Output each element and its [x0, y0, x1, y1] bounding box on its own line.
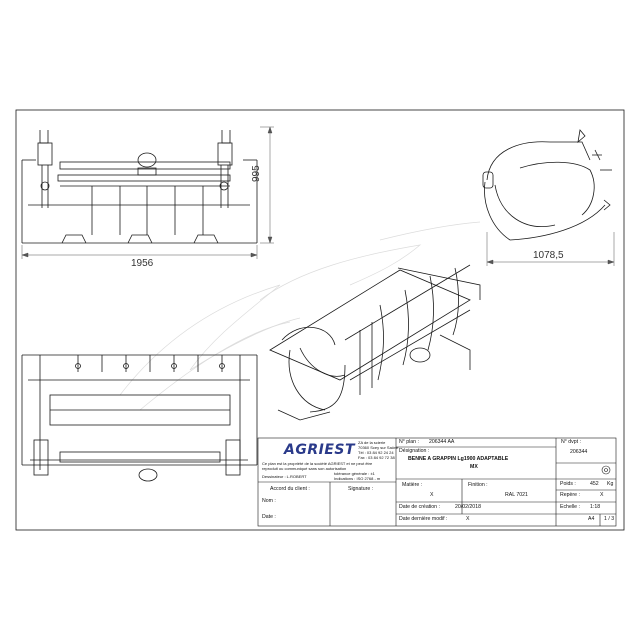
- address-line-3: Tél : 03 84 92 24 24: [358, 450, 394, 455]
- article-number-label: N° dvpt :: [561, 439, 581, 445]
- format-value: A4: [588, 516, 595, 522]
- weight-value: 452: [590, 481, 599, 487]
- watermark-logo: [119, 221, 481, 411]
- designation-line-1: BENNE A GRAPPIN Lg1900 ADAPTABLE: [408, 456, 509, 462]
- front-view: [21, 130, 258, 244]
- weight-unit: Kg: [607, 481, 614, 487]
- title-block: [257, 437, 617, 527]
- signature-label: Signature :: [348, 486, 374, 492]
- sheet-border: [15, 109, 625, 531]
- front-height-dimension: [260, 126, 274, 244]
- front-width-value: 1956: [131, 258, 154, 269]
- address-line-2: 70360 Scey sur Saône: [358, 445, 399, 450]
- front-width-dimension: [21, 245, 258, 259]
- address-line-1: ZA de la scierie: [358, 440, 386, 445]
- plan-number-value: 206344 AA: [429, 439, 455, 445]
- address-line-4: Fax : 03 84 92 72 38: [358, 455, 395, 460]
- article-number-value: 206344: [570, 449, 588, 455]
- finish-label: Finition :: [468, 482, 488, 488]
- material-value: X: [430, 492, 434, 498]
- copyright-line-2: reproduit ou communiqué sans son autoris…: [262, 466, 347, 471]
- name-label: Nom :: [262, 498, 276, 504]
- designer-label: Dessinateur : L.ROBERT: [262, 474, 307, 479]
- side-depth-value: 1078,5: [533, 250, 564, 261]
- designation-label: Désignation :: [399, 448, 430, 454]
- copyright-line-1: Ce plan est la propriété de la société A…: [262, 461, 373, 466]
- tolerance-line-2: Indications : ISO 2768 - m: [334, 476, 381, 481]
- weight-label: Poids :: [560, 481, 576, 487]
- last-modified-label: Date dernière modif :: [399, 516, 448, 522]
- tolerance-line-1: tolérance générale : ±1: [334, 471, 375, 476]
- creation-date-value: 20/02/2018: [455, 504, 481, 510]
- material-label: Matière :: [402, 482, 423, 488]
- mark-label: Repère :: [560, 492, 580, 498]
- side-view: [482, 129, 612, 241]
- finish-value: RAL 7021: [505, 492, 528, 498]
- bottom-view: [21, 354, 258, 482]
- mark-value: X: [600, 492, 604, 498]
- front-height-value: 995: [251, 165, 262, 182]
- scale-label: Echelle :: [560, 504, 580, 510]
- creation-date-label: Date de création :: [399, 504, 440, 510]
- brand-logo: AGRIEST: [284, 442, 356, 458]
- date-label: Date :: [262, 514, 276, 520]
- designation-line-2: MX: [470, 464, 478, 470]
- sheet-number: 1 / 3: [604, 516, 615, 522]
- scale-value: 1:18: [590, 504, 601, 510]
- side-depth-dimension: [486, 232, 615, 266]
- isometric-view: [269, 264, 481, 421]
- client-agreement-label: Accord du client :: [270, 486, 310, 492]
- last-modified-value: X: [466, 516, 470, 522]
- plan-number-label: N° plan :: [399, 439, 419, 445]
